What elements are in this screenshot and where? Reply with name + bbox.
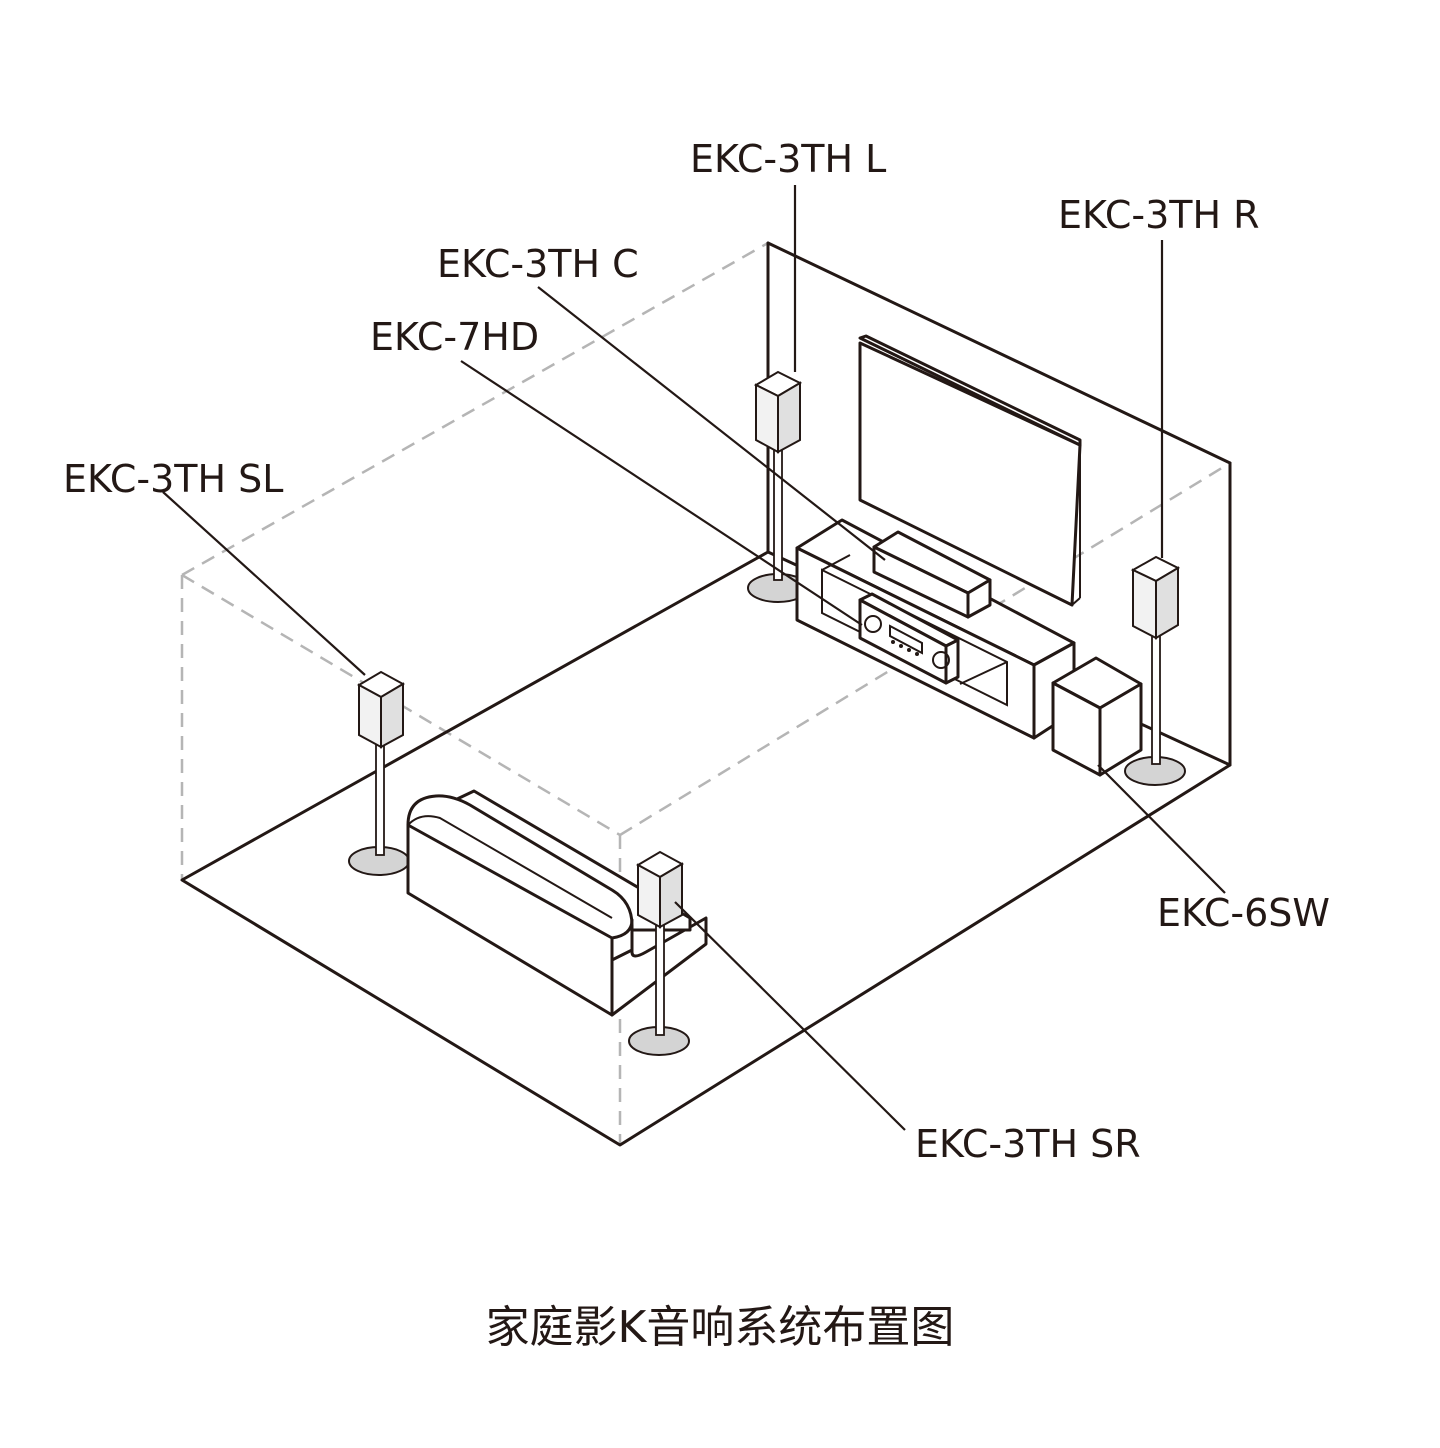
label-front-left: EKC-3TH L	[690, 137, 886, 181]
surround-right-speaker	[628, 850, 690, 1056]
label-receiver: EKC-7HD	[370, 315, 539, 359]
label-surround-right: EKC-3TH SR	[915, 1122, 1141, 1166]
av-receiver	[858, 592, 960, 685]
surround-left-speaker	[348, 670, 410, 876]
leader-lines	[162, 185, 1226, 1131]
center-speaker	[872, 530, 992, 619]
subwoofer	[1051, 656, 1143, 777]
label-surround-left: EKC-3TH SL	[63, 457, 283, 501]
label-front-right: EKC-3TH R	[1058, 193, 1260, 237]
label-subwoofer: EKC-6SW	[1157, 891, 1330, 935]
front-left-speaker	[747, 370, 809, 603]
label-center: EKC-3TH C	[437, 242, 639, 286]
sofa	[406, 789, 708, 1017]
diagram-caption: 家庭影K音响系统布置图	[486, 1302, 955, 1353]
tv-screen	[858, 334, 1082, 607]
front-right-speaker	[1124, 555, 1186, 786]
